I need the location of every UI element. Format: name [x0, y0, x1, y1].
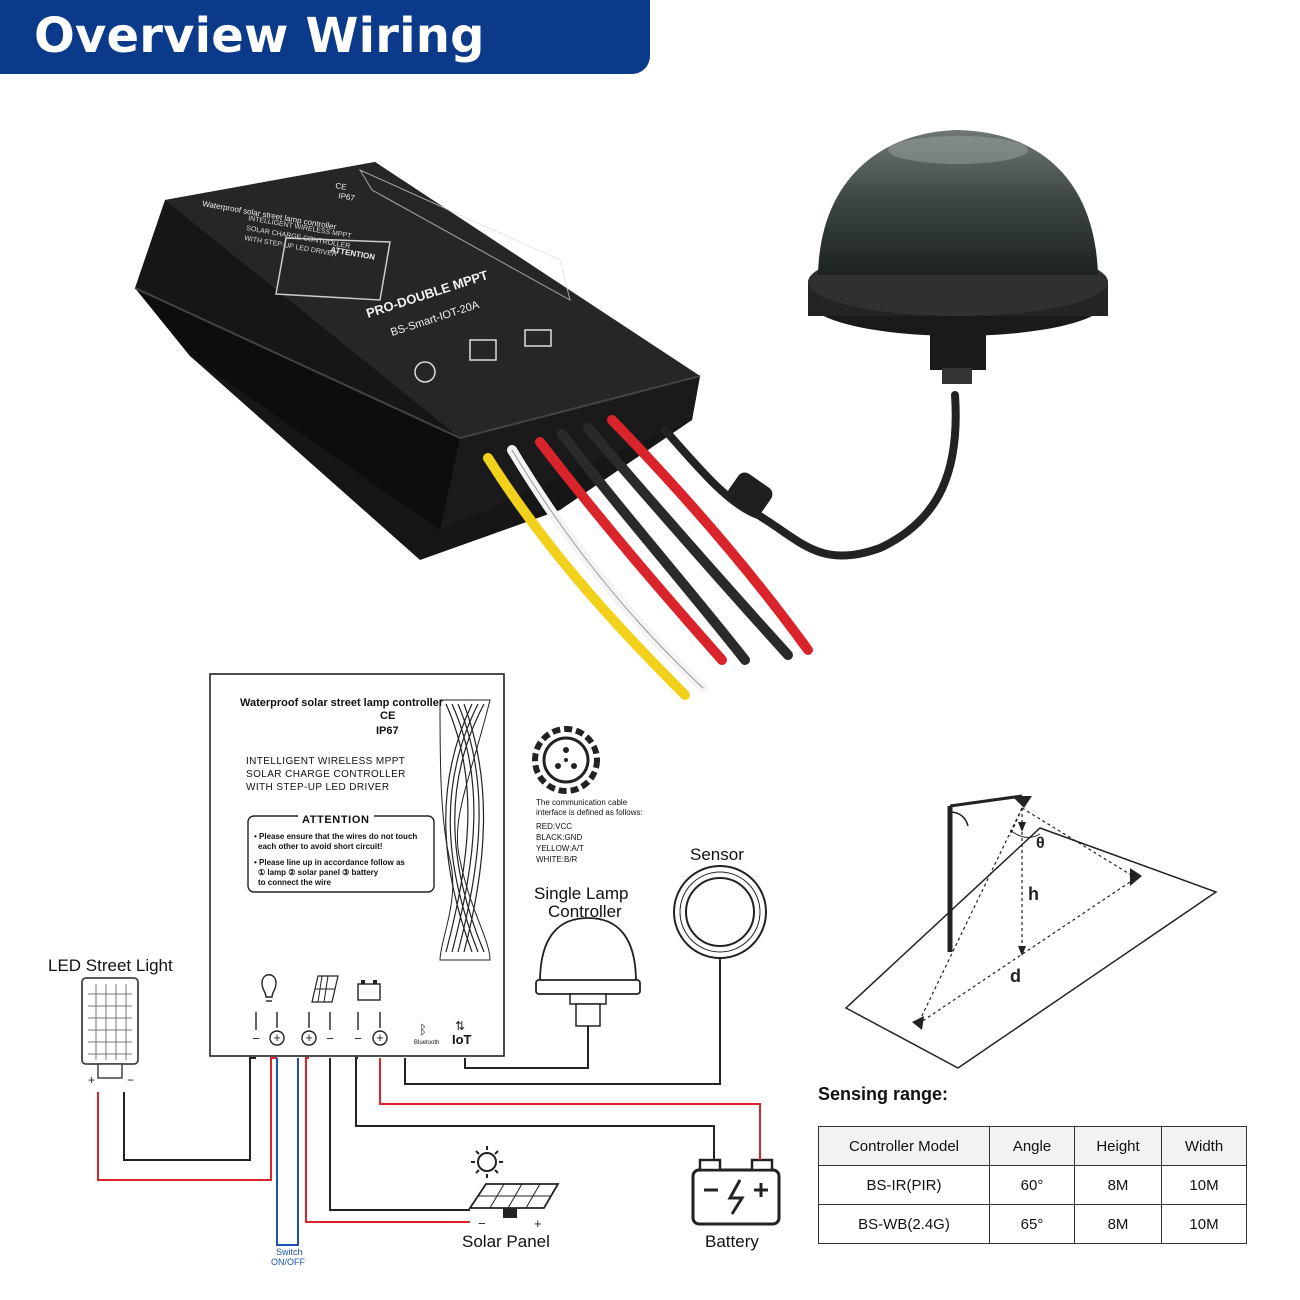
solar-panel-label: Solar Panel: [462, 1232, 550, 1251]
comm-cable-line-1: The communication cable: [536, 798, 628, 807]
comm-cable-white: WHITE:B/R: [536, 855, 578, 864]
header-controller-model: Controller Model: [818, 1126, 990, 1166]
attention-line-1: • Please ensure that the wires do not to…: [254, 832, 418, 841]
controller-schematic: − + + − − + ᛒ ⇅: [209, 673, 505, 1057]
solar-panel-icon: [311, 975, 339, 1003]
sun-icon: [471, 1146, 503, 1178]
led-street-light-label: LED Street Light: [48, 956, 173, 975]
photo-wires: [483, 391, 960, 700]
battery-icon: [524, 329, 552, 347]
battery-device: [691, 1158, 781, 1226]
controller-desc-1: INTELLIGENT WIRELESS MPPT: [246, 756, 406, 767]
ip-rating: IP67: [376, 725, 399, 737]
header-height: Height: [1074, 1126, 1162, 1166]
light-plus-label: +: [88, 1073, 95, 1087]
battery-minus-label: −: [354, 1031, 362, 1046]
solar-panel-icon: [469, 339, 497, 361]
table-header-row: Controller Model Angle Height Width: [818, 1126, 1247, 1166]
arrows-icon: ⇅: [455, 1019, 465, 1033]
page-title: Overview Wiring Diagram: [34, 8, 485, 124]
battery-icon: [357, 980, 381, 1001]
controller-title: Waterproof solar street lamp controller: [240, 697, 444, 709]
bulb-icon: [261, 974, 277, 998]
controller-desc-3: WITH STEP-UP LED DRIVER: [246, 782, 390, 793]
switch-label-2: ON/OFF: [271, 1257, 305, 1267]
lamp-controller-photo: [808, 130, 1108, 384]
title-banner: Overview Wiring Diagram: [0, 0, 650, 124]
cell-angle: 65°: [989, 1204, 1075, 1244]
comm-cable-red: RED:VCC: [536, 822, 573, 831]
single-lamp-label-2: Controller: [548, 902, 622, 921]
attention-line-4: ① lamp ② solar panel ③ battery: [258, 868, 379, 877]
led-street-light: + −: [81, 977, 139, 1087]
panel-plus-label: +: [305, 1030, 313, 1045]
attention-title: ATTENTION: [298, 814, 374, 826]
header-angle: Angle: [989, 1126, 1075, 1166]
photo-label-ip: IP67: [338, 191, 356, 203]
comm-cable-line-2: interface is defined as follows:: [536, 808, 643, 817]
cell-width: 10M: [1161, 1165, 1247, 1205]
table-row: BS-WB(2.4G) 65° 8M 10M: [818, 1204, 1247, 1244]
header-width: Width: [1161, 1126, 1247, 1166]
cell-angle: 60°: [989, 1165, 1075, 1205]
photo-label-ce: CE: [335, 181, 348, 192]
cell-width: 10M: [1161, 1204, 1247, 1244]
theta-label: θ: [1036, 835, 1045, 852]
single-lamp-label-1: Single Lamp: [534, 884, 629, 903]
sensing-range-title: Sensing range:: [818, 1084, 949, 1104]
attention-line-5: to connect the wire: [258, 878, 331, 887]
lamp-minus-label: −: [252, 1031, 260, 1046]
cell-model: BS-WB(2.4G): [818, 1204, 990, 1244]
bluetooth-label: Bluetooth: [414, 1040, 440, 1046]
solar-panel: − +: [468, 1146, 560, 1231]
panel-minus-sign: −: [478, 1216, 486, 1231]
switch-label-1: Switch: [276, 1247, 303, 1257]
single-lamp-controller: [535, 917, 641, 1027]
connector-icon: [532, 726, 600, 794]
panel-minus-label: −: [326, 1031, 334, 1046]
attention-line-3: • Please line up in accordance follow as: [254, 858, 405, 867]
cable-connector: [727, 472, 773, 516]
battery-plus-label: +: [376, 1030, 384, 1045]
battery-label: Battery: [705, 1232, 759, 1251]
table-row: BS-IR(PIR) 60° 8M 10M: [818, 1165, 1247, 1205]
controller-desc-2: SOLAR CHARGE CONTROLLER: [246, 769, 406, 780]
bulb-icon: [414, 361, 436, 383]
cell-height: 8M: [1074, 1165, 1162, 1205]
light-minus-label: −: [127, 1073, 134, 1087]
sensor-label: Sensor: [690, 845, 744, 864]
ce-mark: CE: [380, 710, 396, 722]
iot-label: IoT: [452, 1032, 472, 1047]
sensor-device: [673, 865, 767, 959]
height-label: h: [1028, 884, 1039, 904]
lamp-plus-label: +: [273, 1030, 281, 1045]
distance-label: d: [1010, 966, 1021, 986]
sensing-geometry: θ h d: [844, 794, 1218, 1069]
comm-cable-black: BLACK:GND: [536, 833, 583, 842]
panel-plus-sign: +: [534, 1216, 542, 1231]
schematic-wires: [97, 958, 761, 1246]
cell-height: 8M: [1074, 1204, 1162, 1244]
sensing-range-table: Controller Model Angle Height Width BS-I…: [818, 1126, 1247, 1244]
bluetooth-icon: ᛒ: [419, 1022, 427, 1037]
cell-model: BS-IR(PIR): [818, 1165, 990, 1205]
comm-cable-yellow: YELLOW:A/T: [536, 844, 584, 853]
attention-line-2: each other to avoid short circuit!: [258, 842, 383, 851]
